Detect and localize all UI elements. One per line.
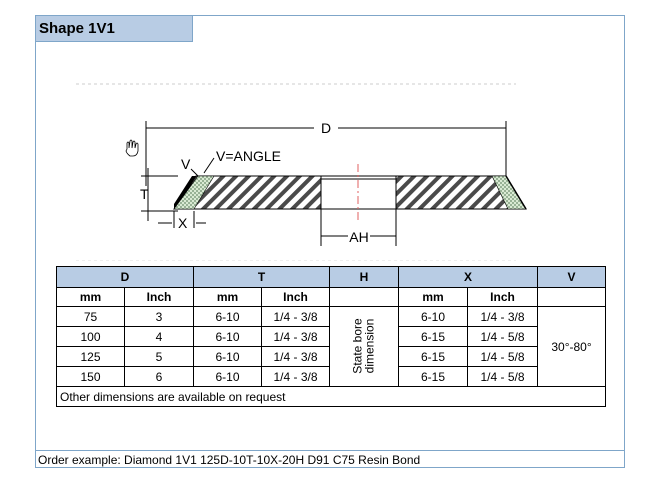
cell-d-mm: 150 [56,366,125,387]
table-header-units: mm Inch mm Inch mm Inch [56,287,606,307]
subheader-t-mm: mm [193,287,262,307]
header-v: V [537,266,606,288]
spec-table: D T H X V mm Inch mm Inch mm Inch 75 3 6… [56,266,606,407]
subheader-v-empty [537,287,606,307]
label-v: V [181,156,191,172]
cell-v-angle: 30°-80° [537,306,606,387]
cell-d-inch: 5 [124,346,194,367]
hand-cursor-icon [125,139,139,157]
cell-t-mm: 6-10 [193,326,262,347]
cell-t-inch: 1/4 - 3/8 [261,346,330,367]
cell-t-inch: 1/4 - 3/8 [261,366,330,387]
cell-d-mm: 100 [56,326,125,347]
subheader-h-empty [329,287,399,307]
cell-t-inch: 1/4 - 3/8 [261,326,330,347]
order-example: Order example: Diamond 1V1 125D-10T-10X-… [36,450,624,468]
section-title: Shape 1V1 [36,16,193,42]
header-h: H [329,266,399,288]
label-ah: AH [349,229,368,245]
spec-frame: Shape 1V1 D V V=ANGLE [35,15,625,468]
table-note: Other dimensions are available on reques… [56,386,606,407]
cell-x-mm: 6-15 [398,346,468,367]
cell-d-inch: 4 [124,326,194,347]
subheader-t-inch: Inch [261,287,330,307]
subheader-x-mm: mm [398,287,468,307]
cell-d-mm: 125 [56,346,125,367]
cell-x-mm: 6-15 [398,366,468,387]
cell-x-mm: 6-15 [398,326,468,347]
label-d: D [321,120,331,136]
header-x: X [398,266,538,288]
wheel-diagram: D V V=ANGLE T X [76,83,527,261]
table-note-row: Other dimensions are available on reques… [56,386,606,407]
label-t: T [140,186,149,202]
cell-t-mm: 6-10 [193,346,262,367]
subheader-x-inch: Inch [467,287,538,307]
header-d: D [56,266,194,288]
table-row: 100 4 6-10 1/4 - 3/8 6-15 1/4 - 5/8 [56,326,606,347]
cell-t-mm: 6-10 [193,366,262,387]
subheader-d-inch: Inch [124,287,194,307]
cell-x-inch: 1/4 - 5/8 [467,326,538,347]
header-t: T [193,266,330,288]
table-header-groups: D T H X V [56,266,606,288]
label-v-angle: V=ANGLE [216,148,281,164]
cell-d-inch: 3 [124,306,194,327]
cell-d-inch: 6 [124,366,194,387]
cell-x-inch: 1/4 - 5/8 [467,346,538,367]
cell-x-inch: 1/4 - 3/8 [467,306,538,327]
cell-x-mm: 6-10 [398,306,468,327]
label-x: X [178,215,188,231]
cell-d-mm: 75 [56,306,125,327]
subheader-d-mm: mm [56,287,125,307]
cell-t-mm: 6-10 [193,306,262,327]
cell-x-inch: 1/4 - 5/8 [467,366,538,387]
cell-t-inch: 1/4 - 3/8 [261,306,330,327]
